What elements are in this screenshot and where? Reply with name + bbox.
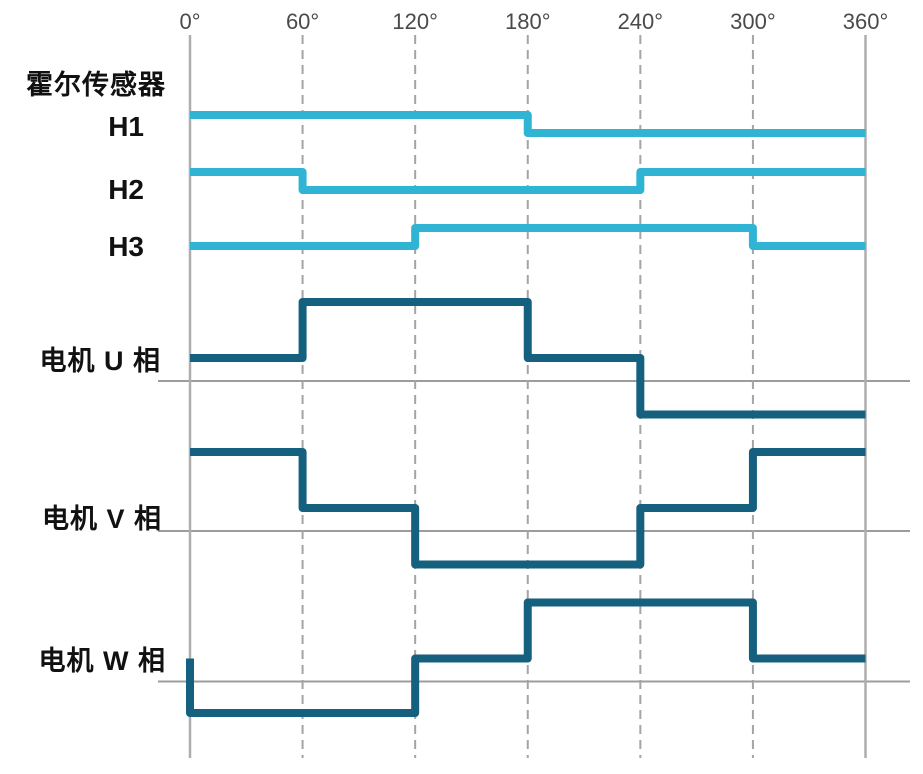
signal-label-motor-v-phase: 电机 V 相 <box>41 504 162 534</box>
x-tick-label-240deg: 240° <box>618 9 664 34</box>
x-tick-label-60deg: 60° <box>286 9 319 34</box>
signal-trace-H2 <box>190 168 866 194</box>
signal-label-h2: H2 <box>108 174 144 205</box>
x-tick-label-360deg: 360° <box>843 9 889 34</box>
x-tick-label-120deg: 120° <box>392 9 438 34</box>
signal-label-h1: H1 <box>108 111 144 142</box>
x-tick-label-300deg: 300° <box>730 9 776 34</box>
signal-trace-H3 <box>190 224 866 250</box>
signal-trace-V <box>190 448 866 569</box>
signal-trace-H1 <box>190 111 866 137</box>
hall-sensors-group-label: 霍尔传感器 <box>26 70 166 100</box>
signal-label-motor-u-phase: 电机 U 相 <box>39 346 161 376</box>
signal-label-motor-w-phase: 电机 W 相 <box>38 646 166 676</box>
x-tick-label-180deg: 180° <box>505 9 551 34</box>
x-tick-label-0deg: 0° <box>179 9 200 34</box>
signal-trace-W <box>186 598 866 717</box>
signal-trace-U <box>190 298 866 419</box>
signal-label-h3: H3 <box>108 231 144 262</box>
